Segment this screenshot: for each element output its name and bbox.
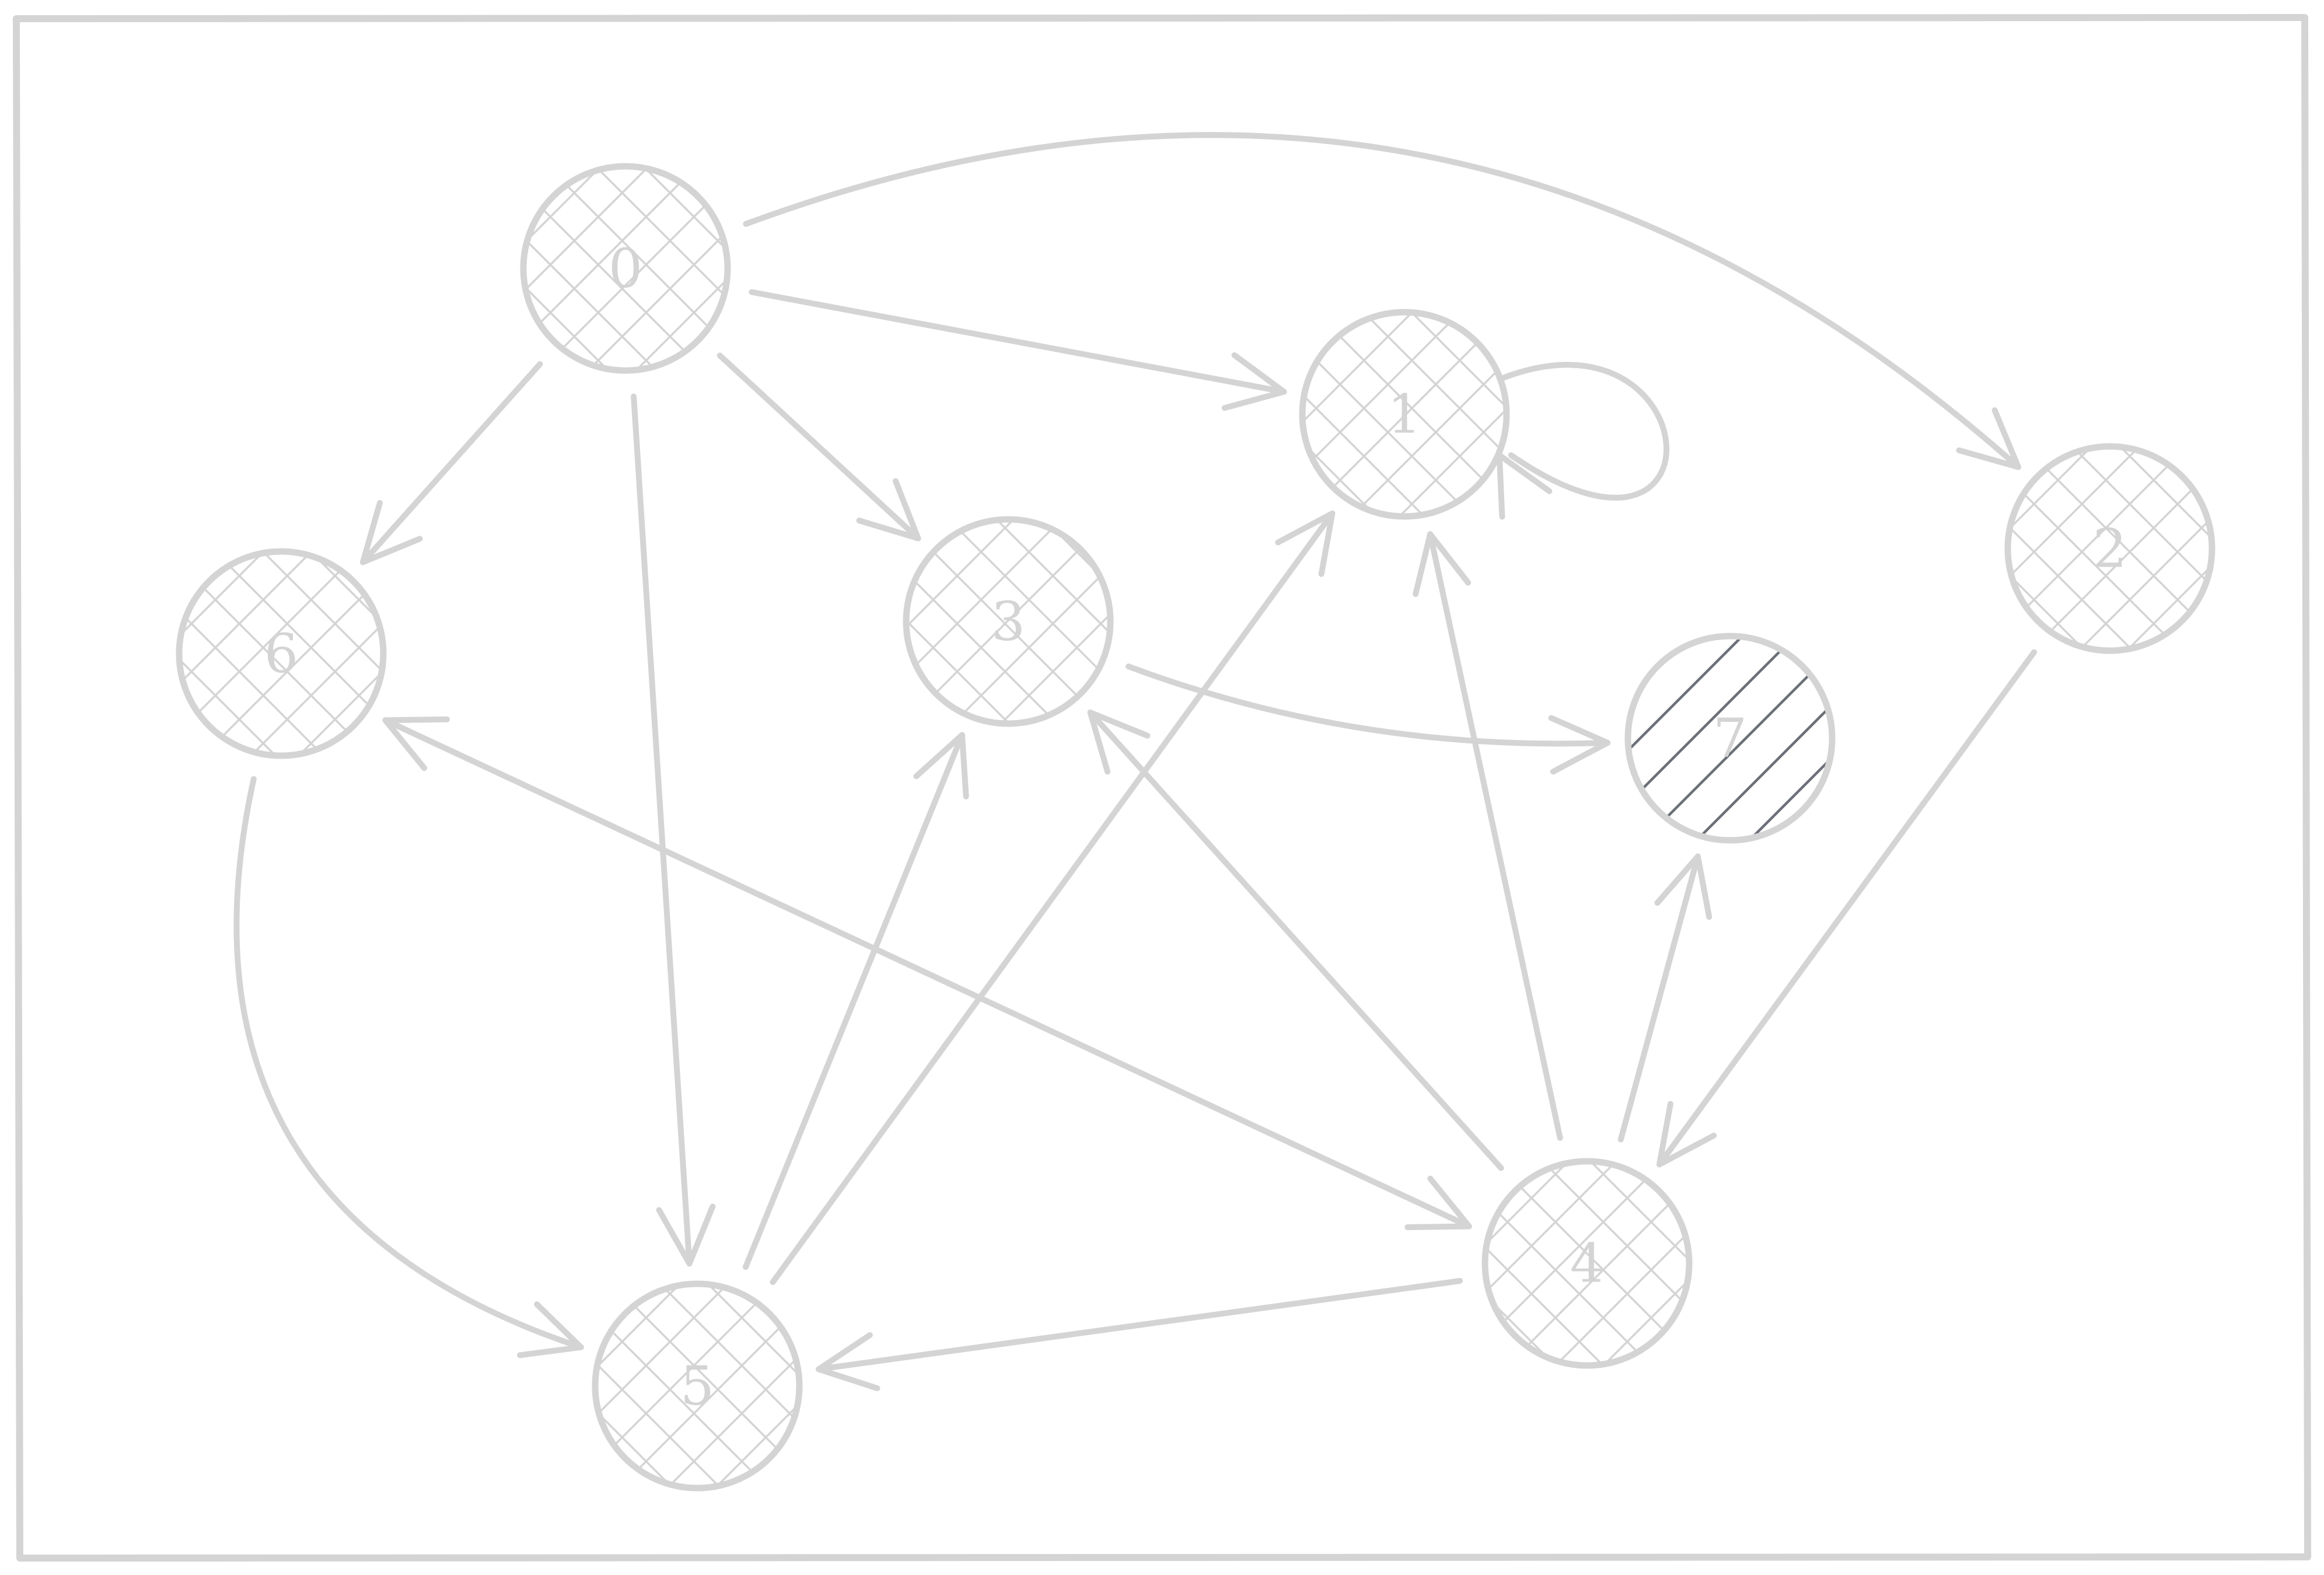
- node-0: 0: [520, 163, 731, 374]
- node-circle: [1624, 633, 1836, 844]
- edge-line: [1617, 853, 1701, 1143]
- edge-line: [743, 132, 2022, 470]
- edge-line: [631, 393, 693, 1267]
- node-2: 2: [2004, 443, 2215, 654]
- edge-line: [742, 732, 965, 1270]
- edge-arrowhead: [1404, 1175, 1472, 1231]
- edge-5-to-3: [742, 732, 969, 1270]
- node-circle: [2004, 443, 2215, 654]
- edge-arrowhead: [1654, 853, 1713, 920]
- node-7: 7: [1624, 633, 1836, 844]
- diagram-frame: [13, 14, 2311, 1563]
- edge-line: [233, 776, 584, 1350]
- edge-arrowhead: [1656, 1101, 1717, 1168]
- edge-arrowhead: [1275, 510, 1336, 577]
- node-5: 5: [592, 1280, 803, 1492]
- node-circle: [592, 1280, 803, 1492]
- node-label: 4: [1570, 1232, 1605, 1295]
- edge-4-to-3: [1087, 709, 1504, 1171]
- node-circle: [1299, 309, 1510, 520]
- edge-3-to-7: [1126, 663, 1611, 775]
- edge-arrowhead: [1548, 715, 1611, 775]
- edge-line: [1498, 362, 1669, 501]
- edge-0-to-1: [749, 289, 1287, 411]
- edge-arrowhead: [1221, 352, 1287, 411]
- edge-6-to-4: [387, 720, 1472, 1231]
- edge-line: [1087, 709, 1504, 1171]
- edge-line: [1656, 649, 2038, 1168]
- edge-0-to-3: [717, 352, 921, 542]
- node-circle: [176, 548, 387, 759]
- edge-arrowhead: [816, 1332, 880, 1391]
- edge-arrowhead: [913, 732, 969, 799]
- node-label: 3: [991, 591, 1026, 653]
- edge-line: [1427, 531, 1563, 1141]
- edge-line: [717, 352, 921, 542]
- edge-line: [749, 289, 1287, 395]
- node-1: 1: [1299, 309, 1510, 520]
- edge-0-to-2: [743, 132, 2022, 470]
- node-circle: [520, 163, 731, 374]
- edge-arrowhead: [656, 1203, 716, 1267]
- edge-0-to-5: [631, 393, 716, 1267]
- node-label: 5: [680, 1355, 715, 1417]
- edge-4-to-5: [816, 1278, 1463, 1391]
- edge-line: [816, 1278, 1463, 1373]
- edge-6-to-5: [233, 776, 584, 1359]
- node-circle: [903, 516, 1114, 727]
- edge-line: [359, 361, 543, 565]
- edge-line: [1126, 663, 1611, 747]
- node-label: 7: [1713, 707, 1748, 770]
- edge-line: [387, 720, 1472, 1230]
- edge-arrowhead: [1956, 407, 2022, 470]
- node-label: 0: [609, 238, 643, 300]
- node-label: 1: [1388, 383, 1422, 446]
- node-label: 2: [2093, 518, 2127, 580]
- node-4: 4: [1481, 1158, 1693, 1369]
- node-3: 3: [903, 516, 1114, 727]
- edge-4-to-7: [1617, 853, 1713, 1143]
- edge-4-to-1: [1413, 531, 1563, 1141]
- edge-arrowhead: [1087, 709, 1151, 775]
- nodes-layer: 0 1 2 3 4 5 6 7: [176, 163, 2215, 1492]
- edge-arrowhead: [382, 716, 450, 771]
- edge-2-to-4: [1656, 649, 2038, 1168]
- node-6: 6: [176, 548, 387, 759]
- edge-arrowhead: [856, 478, 921, 542]
- node-label: 6: [264, 623, 299, 685]
- edge-line: [770, 510, 1336, 1286]
- edge-0-to-6: [359, 361, 543, 565]
- edge-arrowhead: [517, 1301, 584, 1359]
- edge-arrowhead: [359, 500, 423, 565]
- edge-arrowhead: [1413, 531, 1472, 597]
- node-circle: [1481, 1158, 1693, 1369]
- edge-5-to-1: [770, 510, 1336, 1286]
